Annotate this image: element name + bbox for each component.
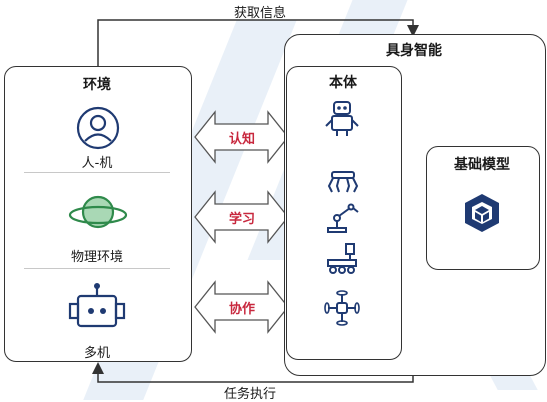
feedback-line-top <box>97 19 419 66</box>
environment-divider <box>24 172 170 173</box>
body-title: 本体 <box>329 75 357 91</box>
robot-arm-icon <box>324 202 360 238</box>
interaction-label-cognition: 认知 <box>228 132 255 147</box>
feedback-line-bottom <box>92 362 414 383</box>
interaction-label-collaboration: 协作 <box>228 302 255 317</box>
environment-item-label: 多机 <box>83 346 110 361</box>
person-icon <box>76 106 120 154</box>
embodied-intelligence-title: 具身智能 <box>386 43 442 59</box>
drone-icon <box>322 288 362 332</box>
interaction-label-learning: 学习 <box>228 212 255 227</box>
environment-item-label: 人-机 <box>81 156 113 171</box>
environment-divider <box>24 268 170 269</box>
environment-title: 环境 <box>83 77 111 93</box>
feedback-label-bottom: 任务执行 <box>223 387 276 402</box>
feedback-label-top: 获取信息 <box>233 6 286 21</box>
cube-model-icon <box>462 192 502 238</box>
quadruped-robot-icon <box>324 166 360 198</box>
robot-face-icon <box>66 282 128 338</box>
foundation-model-title: 基础模型 <box>454 157 510 173</box>
wheeled-robot-icon <box>324 242 360 278</box>
humanoid-robot-icon <box>324 98 360 142</box>
planet-icon <box>68 188 128 240</box>
environment-item-label: 物理环境 <box>70 250 123 265</box>
